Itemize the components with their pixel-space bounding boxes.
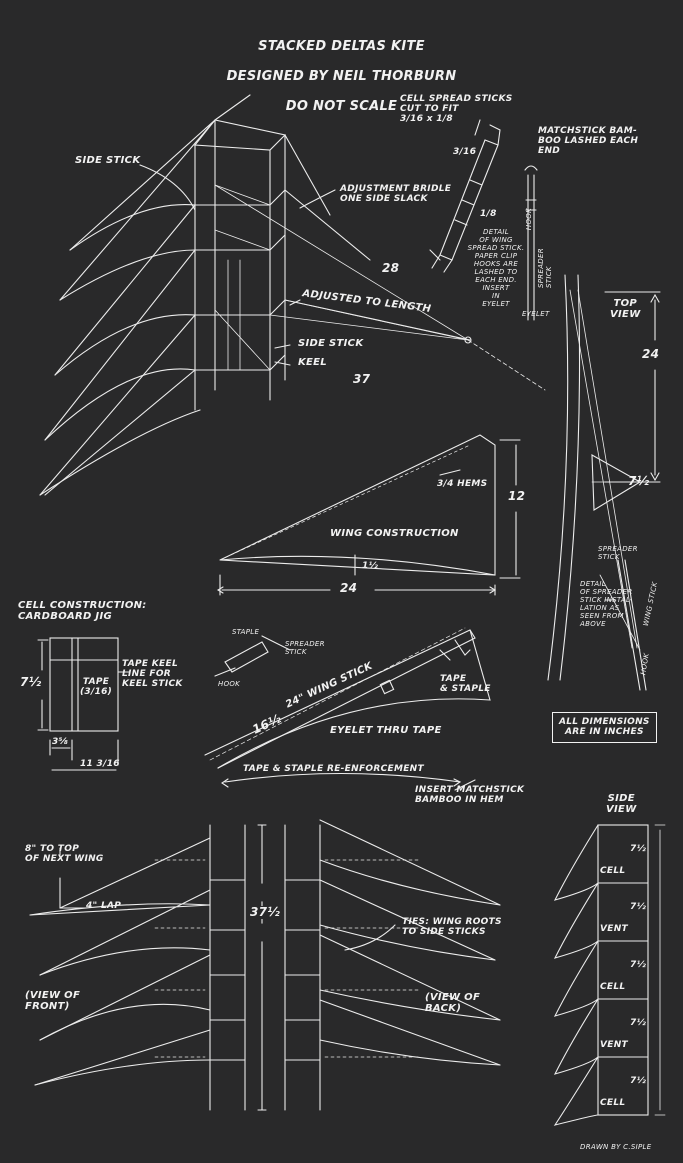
- view-of-front-label: (VIEW OF FRONT): [25, 990, 81, 1012]
- wing-dim-24: 24: [340, 581, 358, 595]
- insert-matchstick-label: INSERT MATCHSTICK BAMBOO IN HEM: [415, 785, 525, 805]
- side-stick-label-top: SIDE STICK: [75, 155, 141, 166]
- front-view-drawing: [29, 824, 267, 1111]
- dim-28: 28: [382, 261, 400, 275]
- side-cell-5: CELL: [600, 1098, 626, 1108]
- reinforcement-label: TAPE & STAPLE RE-ENFORCEMENT: [243, 764, 424, 774]
- title-line-3: DO NOT SCALE: [285, 98, 398, 114]
- side-view-label: SIDE VIEW: [606, 793, 637, 815]
- wing-stick-drawing: [204, 627, 491, 791]
- side-dim-3: 7½: [630, 960, 647, 970]
- cell-jig-drawing: [37, 637, 131, 771]
- wing-construction-drawing: [216, 434, 521, 596]
- drawn-by-credit: DRAWN BY C.SIPLE: [580, 1143, 652, 1151]
- cell-dim-11-3-16: 11 3/16: [80, 759, 120, 769]
- spreader-install-detail: DETAIL OF SPREADER STICK INSTAL- LATION …: [580, 580, 633, 629]
- adjustment-bridle-label: ADJUSTMENT BRIDLE ONE SIDE SLACK: [340, 184, 452, 204]
- staple-label: STAPLE: [232, 628, 260, 636]
- to-top-label: 8" TO TOP OF NEXT WING: [25, 844, 104, 864]
- wing-spread-stick-detail: DETAIL OF WING SPREAD STICK. PAPER CLIP …: [467, 228, 525, 309]
- wing-construction-label: WING CONSTRUCTION: [330, 528, 459, 539]
- tape-staple-label: TAPE & STAPLE: [440, 674, 491, 694]
- dimensions-note: ALL DIMENSIONS ARE IN INCHES: [552, 712, 657, 743]
- ties-label: TIES: WING ROOTS TO SIDE STICKS: [402, 917, 502, 937]
- hook-label-center: HOOK: [218, 680, 241, 688]
- back-view-drawing: [284, 819, 501, 1111]
- wing-dim-1-5: 1½: [362, 561, 379, 571]
- spreader-install-drawing: [599, 559, 647, 691]
- side-cell-4: VENT: [600, 1040, 628, 1050]
- wing-dim-12: 12: [508, 489, 526, 503]
- spread-dim-1-8: 1/8: [480, 209, 497, 219]
- lap-label: 4" LAP: [86, 901, 122, 911]
- top-view-drawing: [547, 274, 661, 681]
- title-line-2: DESIGNED BY NEIL THORBURN: [226, 68, 457, 84]
- hook-label-upper: HOOK: [525, 207, 534, 231]
- side-dim-4: 7½: [630, 1018, 647, 1028]
- hems-label: 3/4 HEMS: [437, 479, 488, 489]
- eyelet-label: EYELET: [522, 310, 550, 318]
- keel-label: KEEL: [298, 357, 327, 368]
- title-block: STACKED DELTAS KITE DESIGNED BY NEIL THO…: [220, 25, 463, 130]
- side-dim-5: 7½: [630, 1076, 647, 1086]
- top-view-dim-24: 24: [642, 347, 660, 361]
- side-dim-2: 7½: [630, 902, 647, 912]
- cell-dim-3-5-8: 3⅝: [52, 737, 69, 747]
- eyelet-thru-tape-label: EYELET THRU TAPE: [330, 725, 442, 736]
- spreader-stick-label-upper: SPREADER STICK: [536, 248, 553, 288]
- cell-dim-7-5: 7½: [20, 675, 42, 689]
- side-stick-label-mid: SIDE STICK: [298, 338, 364, 349]
- spreader-stick-label-right: SPREADER STICK: [598, 545, 638, 562]
- main-kite-perspective: [39, 94, 546, 496]
- dim-37: 37: [353, 372, 371, 386]
- top-view-dim-7-5: 7½: [628, 474, 650, 488]
- cell-construction-label: CELL CONSTRUCTION: CARDBOARD JIG: [18, 600, 147, 622]
- cell-spread-sticks-label: CELL SPREAD STICKS CUT TO FIT 3/16 x 1/8: [400, 94, 513, 124]
- matchstick-bamboo-label: MATCHSTICK BAM- BOO LASHED EACH END: [538, 126, 639, 156]
- spread-stick-detail: [429, 119, 538, 321]
- spreader-stick-label-center: SPREADER STICK: [285, 640, 325, 657]
- top-view-label: TOP VIEW: [610, 298, 641, 320]
- spread-dim-3-16: 3/16: [453, 147, 477, 157]
- view-of-back-label: (VIEW OF BACK): [425, 992, 481, 1014]
- cell-tape-label: TAPE (3/16): [80, 677, 113, 697]
- title-line-1: STACKED DELTAS KITE: [258, 38, 425, 54]
- side-cell-3: CELL: [600, 982, 626, 992]
- front-dim-37-5: 37½: [250, 905, 281, 920]
- side-dim-1: 7½: [630, 844, 647, 854]
- side-cell-2: VENT: [600, 924, 628, 934]
- side-view-drawing: [553, 824, 666, 1126]
- tape-keel-label: TAPE KEEL LINE FOR KEEL STICK: [122, 659, 183, 689]
- side-cell-1: CELL: [600, 866, 626, 876]
